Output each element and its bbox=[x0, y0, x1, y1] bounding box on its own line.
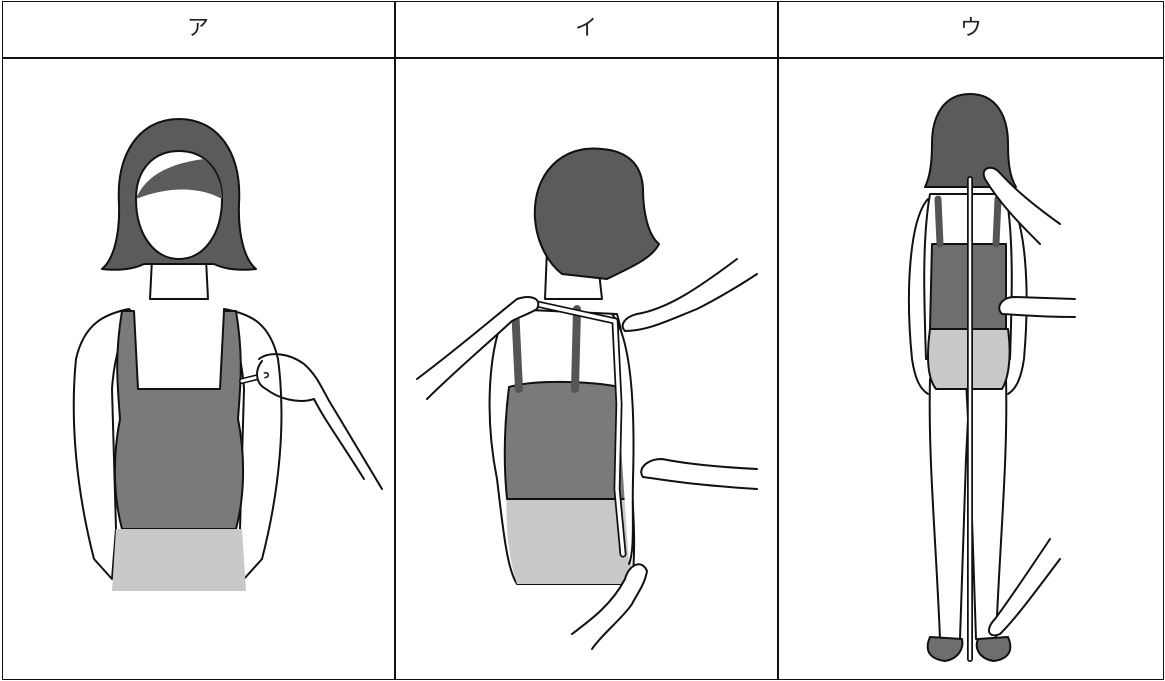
column-divider-1 bbox=[394, 1, 396, 680]
illustration-back-full-length-measure bbox=[780, 59, 1163, 679]
illustration-back-shoulder-arm-measure bbox=[397, 59, 776, 679]
column-label-i: イ bbox=[395, 1, 777, 57]
illustration-front-arm-measure bbox=[4, 59, 393, 679]
column-divider-2 bbox=[777, 1, 779, 680]
column-label-u: ウ bbox=[778, 1, 1164, 57]
column-label-a: ア bbox=[2, 1, 394, 57]
